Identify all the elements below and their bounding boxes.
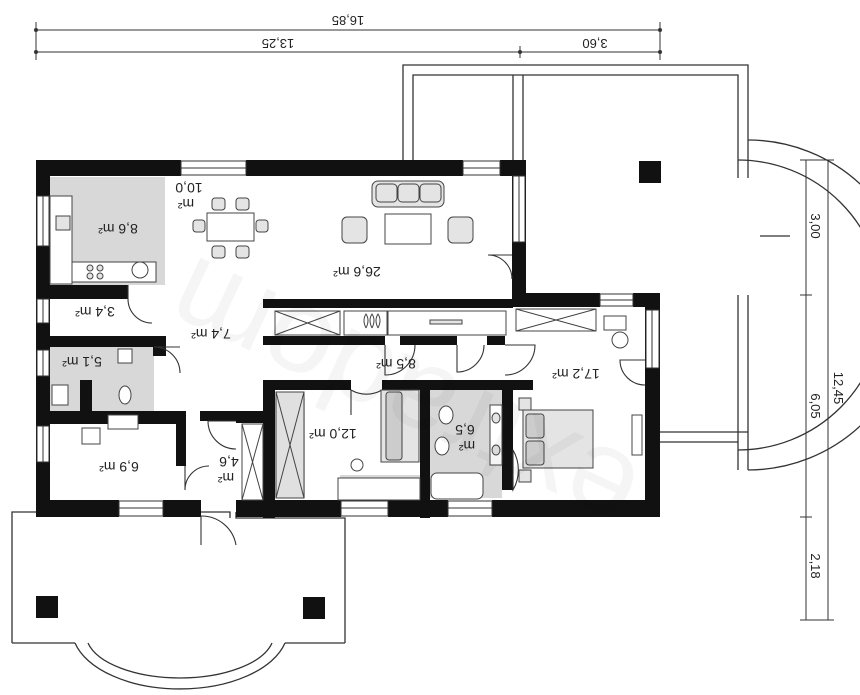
label-bedroom-small: 12,0 m² (309, 426, 357, 442)
sink-icon (55, 215, 71, 231)
front-terrace-column-left (36, 596, 58, 618)
dining-table (206, 212, 255, 242)
dim-segment-top: 3,00 (808, 213, 823, 238)
dim-segment-middle: 6,05 (808, 393, 823, 418)
coffee-table (384, 213, 432, 245)
label-wc: 5,1 m² (62, 354, 102, 370)
toilet-icon (438, 405, 454, 425)
windows (36, 160, 660, 517)
label-living: 26,6 m² (333, 264, 381, 280)
rear-terrace (402, 64, 860, 471)
label-bathroom-value: 6,5 (455, 422, 475, 438)
front-terrace (11, 511, 346, 690)
label-vestibule-value: 4,6 (219, 454, 239, 470)
dim-right-width: 3,60 (582, 36, 607, 51)
label-dining-value: 10,0 (175, 180, 202, 196)
dim-left-width: 13,25 (262, 36, 295, 51)
label-pantry: 3,4 m² (75, 304, 115, 320)
room-labels: 8,6 m² 10,0 m² 26,6 m² 3,4 m² 7,4 m² 5,1… (62, 180, 600, 486)
dimension-arrows (34, 28, 662, 54)
bidet-icon (434, 436, 450, 456)
armchair (447, 216, 474, 244)
stove-icon (86, 264, 94, 272)
bathtub (430, 472, 484, 500)
label-kitchen: 8,6 m² (98, 221, 138, 237)
dim-total-width: 16,85 (332, 13, 365, 28)
label-boiler: 6,9 m² (99, 459, 139, 475)
label-hall: 7,4 m² (191, 326, 231, 342)
furniture (49, 180, 643, 501)
label-dining-unit: m² (178, 196, 195, 212)
label-vestibule-unit: m² (218, 470, 235, 486)
label-bathroom-unit: m² (459, 438, 476, 454)
toilet-icon (118, 385, 132, 405)
label-bedroom-master: 17,2 m² (552, 366, 600, 382)
wc-sink-icon (117, 348, 133, 364)
rear-terrace-column (639, 161, 661, 183)
label-corridor: 8,5 m² (376, 356, 416, 372)
dim-segment-bottom: 2,18 (808, 553, 823, 578)
dim-total-height: 12,45 (831, 372, 846, 405)
front-terrace-column-right (303, 597, 325, 619)
doors (127, 254, 646, 546)
walls (36, 160, 660, 518)
boiler-icon (81, 427, 101, 445)
armchair (341, 216, 368, 244)
